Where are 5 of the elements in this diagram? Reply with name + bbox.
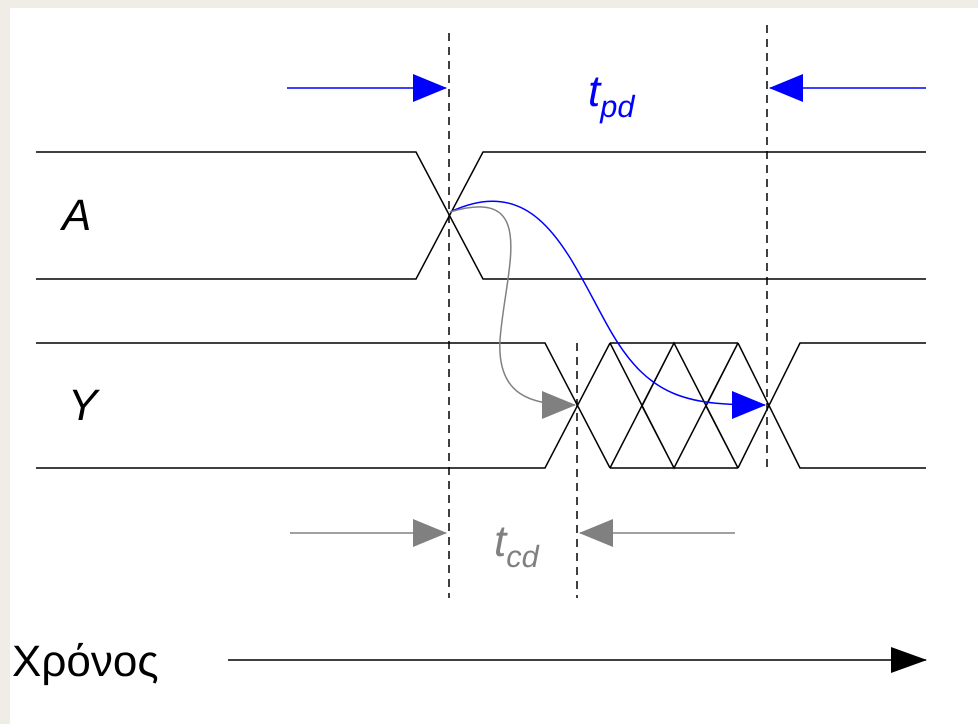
axis-label: Χρόνος (12, 640, 159, 684)
delay-label: t$_{pd}$ (588, 70, 634, 123)
signal-label: A (62, 194, 92, 238)
delay-label: t$_{cd}$ (494, 520, 539, 573)
signal-label: Y (68, 384, 98, 428)
